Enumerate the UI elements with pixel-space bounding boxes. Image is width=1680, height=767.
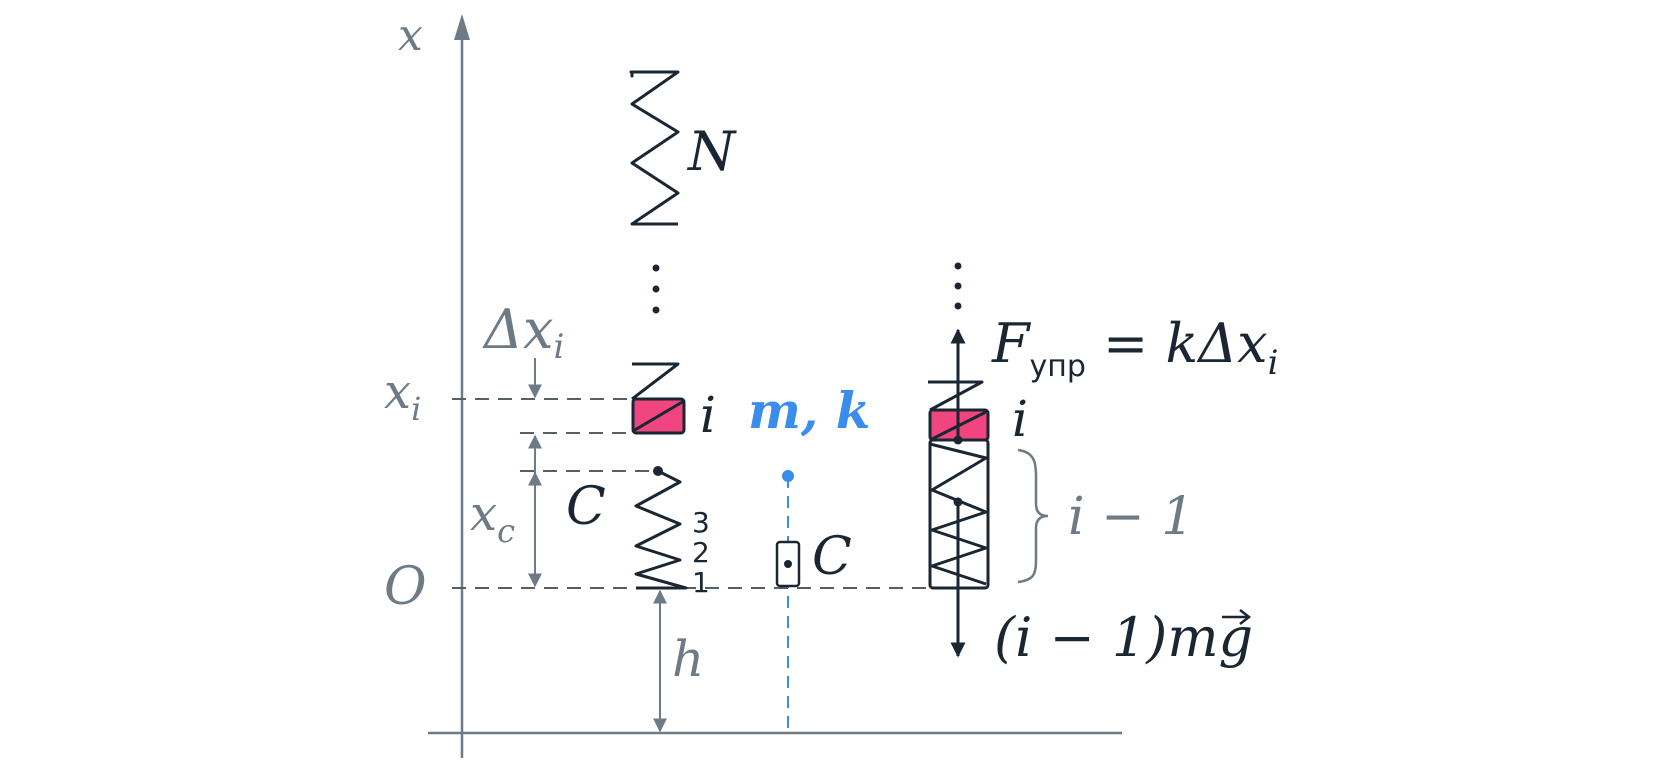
vector-g-arrow <box>1222 609 1252 625</box>
upper-spring-zigzag <box>631 362 680 401</box>
brace-label: i − 1 <box>1068 487 1194 547</box>
right-brace <box>1017 448 1049 584</box>
x-axis-label: x <box>398 10 423 61</box>
reference-lines <box>452 398 932 589</box>
right-spring-ellipsis <box>954 262 962 310</box>
mass-i-diagonal <box>632 399 685 433</box>
mass-i-label: i <box>700 386 716 444</box>
axes: x O xi <box>384 10 1122 758</box>
lower-spring-zigzag <box>634 469 688 590</box>
xc-label: xc <box>470 486 515 550</box>
delta-xi-label: Δxi <box>482 298 564 367</box>
force-up-label: Fупр = kΔxi <box>991 312 1279 384</box>
xi-label: xi <box>384 364 421 428</box>
spring-n-label: N <box>686 120 737 183</box>
force-down-label: (i − 1)mg <box>994 606 1253 669</box>
turn-label-3: 3 <box>692 506 710 539</box>
dimensions <box>528 358 667 733</box>
center-of-mass-marker <box>775 470 801 733</box>
right-spring <box>928 262 990 658</box>
top-spring-zigzag <box>630 70 680 226</box>
turn-label-1: 1 <box>692 566 710 599</box>
com-box-dot <box>784 560 792 568</box>
right-mass-i-label: i <box>1012 390 1028 448</box>
center-c-label: C <box>566 477 606 537</box>
top-spring-section <box>629 70 634 78</box>
com-c-label: C <box>812 527 852 587</box>
left-spring <box>629 70 688 590</box>
x-axis-arrowhead <box>454 14 470 40</box>
right-upper-zigzag <box>928 380 984 412</box>
h-label: h <box>672 630 704 688</box>
spring-ellipsis <box>652 264 660 314</box>
turn-label-2: 2 <box>692 536 710 569</box>
origin-label: O <box>384 557 427 617</box>
com-top-dot <box>782 470 794 482</box>
center-c-dot <box>653 466 663 476</box>
mk-label: m, k <box>748 381 870 440</box>
